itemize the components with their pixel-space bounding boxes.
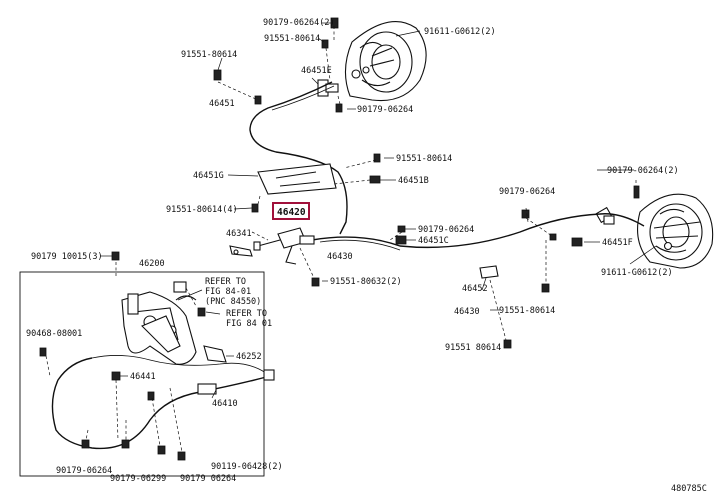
retainer-46451g [257, 163, 337, 195]
label-46451-a[interactable]: 46451 [209, 99, 235, 109]
cable-guide-46341 [229, 245, 253, 257]
label-46410[interactable]: 46410 [212, 399, 238, 409]
label-91551-80614-4[interactable]: 91551-80614(4) [166, 205, 238, 215]
label-91551-80614-e[interactable]: 91551 80614 [445, 343, 501, 353]
label-90179-06264-a[interactable]: 90179-06264 [357, 105, 413, 115]
label-91551-80632-2[interactable]: 91551-80632(2) [330, 277, 402, 287]
label-46452[interactable]: 46452 [462, 284, 488, 294]
label-90179-06264-2-right[interactable]: 90179-06264(2) [607, 166, 679, 176]
label-91611-g0612-2-top[interactable]: 91611-G0612(2) [424, 27, 496, 37]
brake-backing-plate-right-icon [595, 193, 714, 269]
label-46451e[interactable]: 46451E [301, 66, 332, 76]
label-46451g[interactable]: 46451G [193, 171, 224, 181]
clamp-46452 [479, 265, 499, 279]
ref2-line2[interactable]: FIG 84 01 [226, 319, 272, 329]
label-90179-06264-2-top[interactable]: 90179-06264(2) [263, 18, 335, 28]
label-90179-10015-3[interactable]: 90179 10015(3) [31, 252, 103, 262]
label-90179-06264-e[interactable]: 90179 06264 [180, 474, 236, 484]
label-46420[interactable]: 46420 [277, 207, 306, 218]
highlight-46420[interactable] [272, 202, 310, 220]
leader-lines [100, 22, 657, 399]
label-46200[interactable]: 46200 [139, 259, 165, 269]
label-46430-a[interactable]: 46430 [327, 252, 353, 262]
label-46441[interactable]: 46441 [130, 372, 156, 382]
label-90179-06264-b[interactable]: 90179-06264 [499, 187, 555, 197]
diagram-code: 480785C [671, 484, 707, 494]
brake-backing-plate-top-icon [317, 21, 427, 102]
label-91551-80614-a[interactable]: 91551-80614 [181, 50, 237, 60]
part-labels: 90179-06264(2) 91611-G0612(2) 91551-8061… [26, 18, 707, 494]
label-90179-06299[interactable]: 90179-06299 [110, 474, 166, 484]
label-46430-b[interactable]: 46430 [454, 307, 480, 317]
label-90468-08001[interactable]: 90468-08001 [26, 329, 82, 339]
rear-cable-left [249, 81, 348, 235]
dashed-lines [45, 26, 637, 453]
label-46451f[interactable]: 46451F [602, 238, 633, 248]
ref2-line1[interactable]: REFER TO [226, 309, 267, 319]
label-46451c[interactable]: 46451C [418, 236, 449, 246]
rear-cable-right [311, 213, 645, 249]
label-91611-g0612-2-right[interactable]: 91611-G0612(2) [601, 268, 673, 278]
equalizer-icon [253, 227, 315, 265]
lever-bracket-46252 [203, 345, 227, 363]
ref1-line2[interactable]: FIG 84-01 [205, 287, 251, 297]
label-46341[interactable]: 46341 [226, 229, 252, 239]
label-90119-06428-2[interactable]: 90119-06428(2) [211, 462, 283, 472]
label-91551-80614-c[interactable]: 91551-80614 [396, 154, 452, 164]
label-91551-80614-d[interactable]: 91551-80614 [499, 306, 555, 316]
ref1-line3[interactable]: (PNC 84550) [205, 297, 261, 307]
label-91551-80614-b[interactable]: 91551-80614 [264, 34, 320, 44]
label-90179-06264-d[interactable]: 90179-06264 [56, 466, 112, 476]
rear-cable-46410-end [197, 369, 275, 395]
label-90179-06264-c[interactable]: 90179-06264 [418, 225, 474, 235]
label-46252[interactable]: 46252 [236, 352, 262, 362]
bolts [39, 17, 640, 461]
label-46451b[interactable]: 46451B [398, 176, 429, 186]
ref1-line1[interactable]: REFER TO [205, 277, 246, 287]
parking-brake-lever-icon [121, 281, 197, 365]
